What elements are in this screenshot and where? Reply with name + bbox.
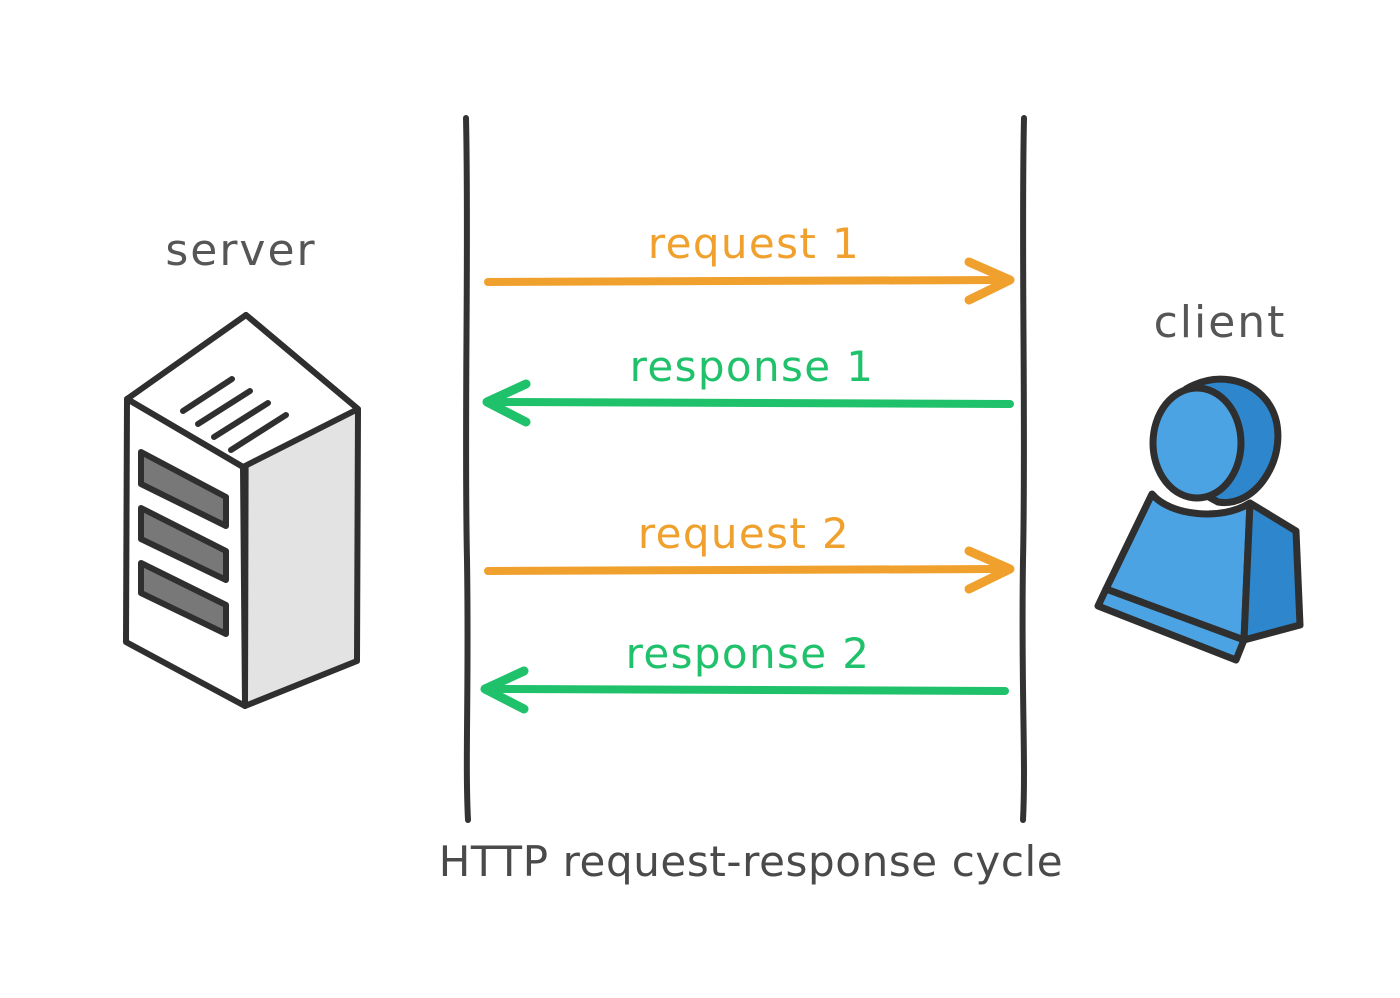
- request-2-line: [484, 565, 1006, 575]
- request-2-arrowhead: [964, 546, 1015, 594]
- response-2-line: [490, 685, 1009, 695]
- client-body-side: [1240, 499, 1304, 644]
- server-vent-lines: [180, 376, 289, 453]
- client-head-front: [1149, 384, 1245, 502]
- message-label-response-1: response 1: [630, 342, 875, 391]
- client-label: client: [1154, 297, 1287, 348]
- client-base-front: [1094, 585, 1248, 664]
- server-drive-slots: [138, 449, 229, 637]
- request-1-line: [484, 276, 1006, 286]
- server-lifeline: [463, 115, 471, 823]
- message-label-response-2: response 2: [626, 629, 871, 678]
- client-person-icon: [1094, 375, 1304, 664]
- response-2-arrowhead: [480, 666, 529, 714]
- client-lifeline: [1019, 115, 1027, 823]
- server-tower-icon: [123, 312, 361, 709]
- message-label-request-2: request 2: [638, 509, 850, 558]
- message-arrow-response-1: [482, 379, 1014, 427]
- server-label: server: [165, 225, 316, 276]
- response-1-line: [492, 398, 1014, 408]
- message-arrow-request-2: [484, 546, 1015, 594]
- message-arrow-response-2: [480, 666, 1009, 714]
- diagram-caption: HTTP request-response cycle: [439, 837, 1064, 886]
- message-arrow-request-1: [484, 257, 1015, 305]
- response-1-arrowhead: [482, 379, 531, 427]
- message-label-request-1: request 1: [648, 219, 860, 268]
- request-1-arrowhead: [964, 257, 1015, 305]
